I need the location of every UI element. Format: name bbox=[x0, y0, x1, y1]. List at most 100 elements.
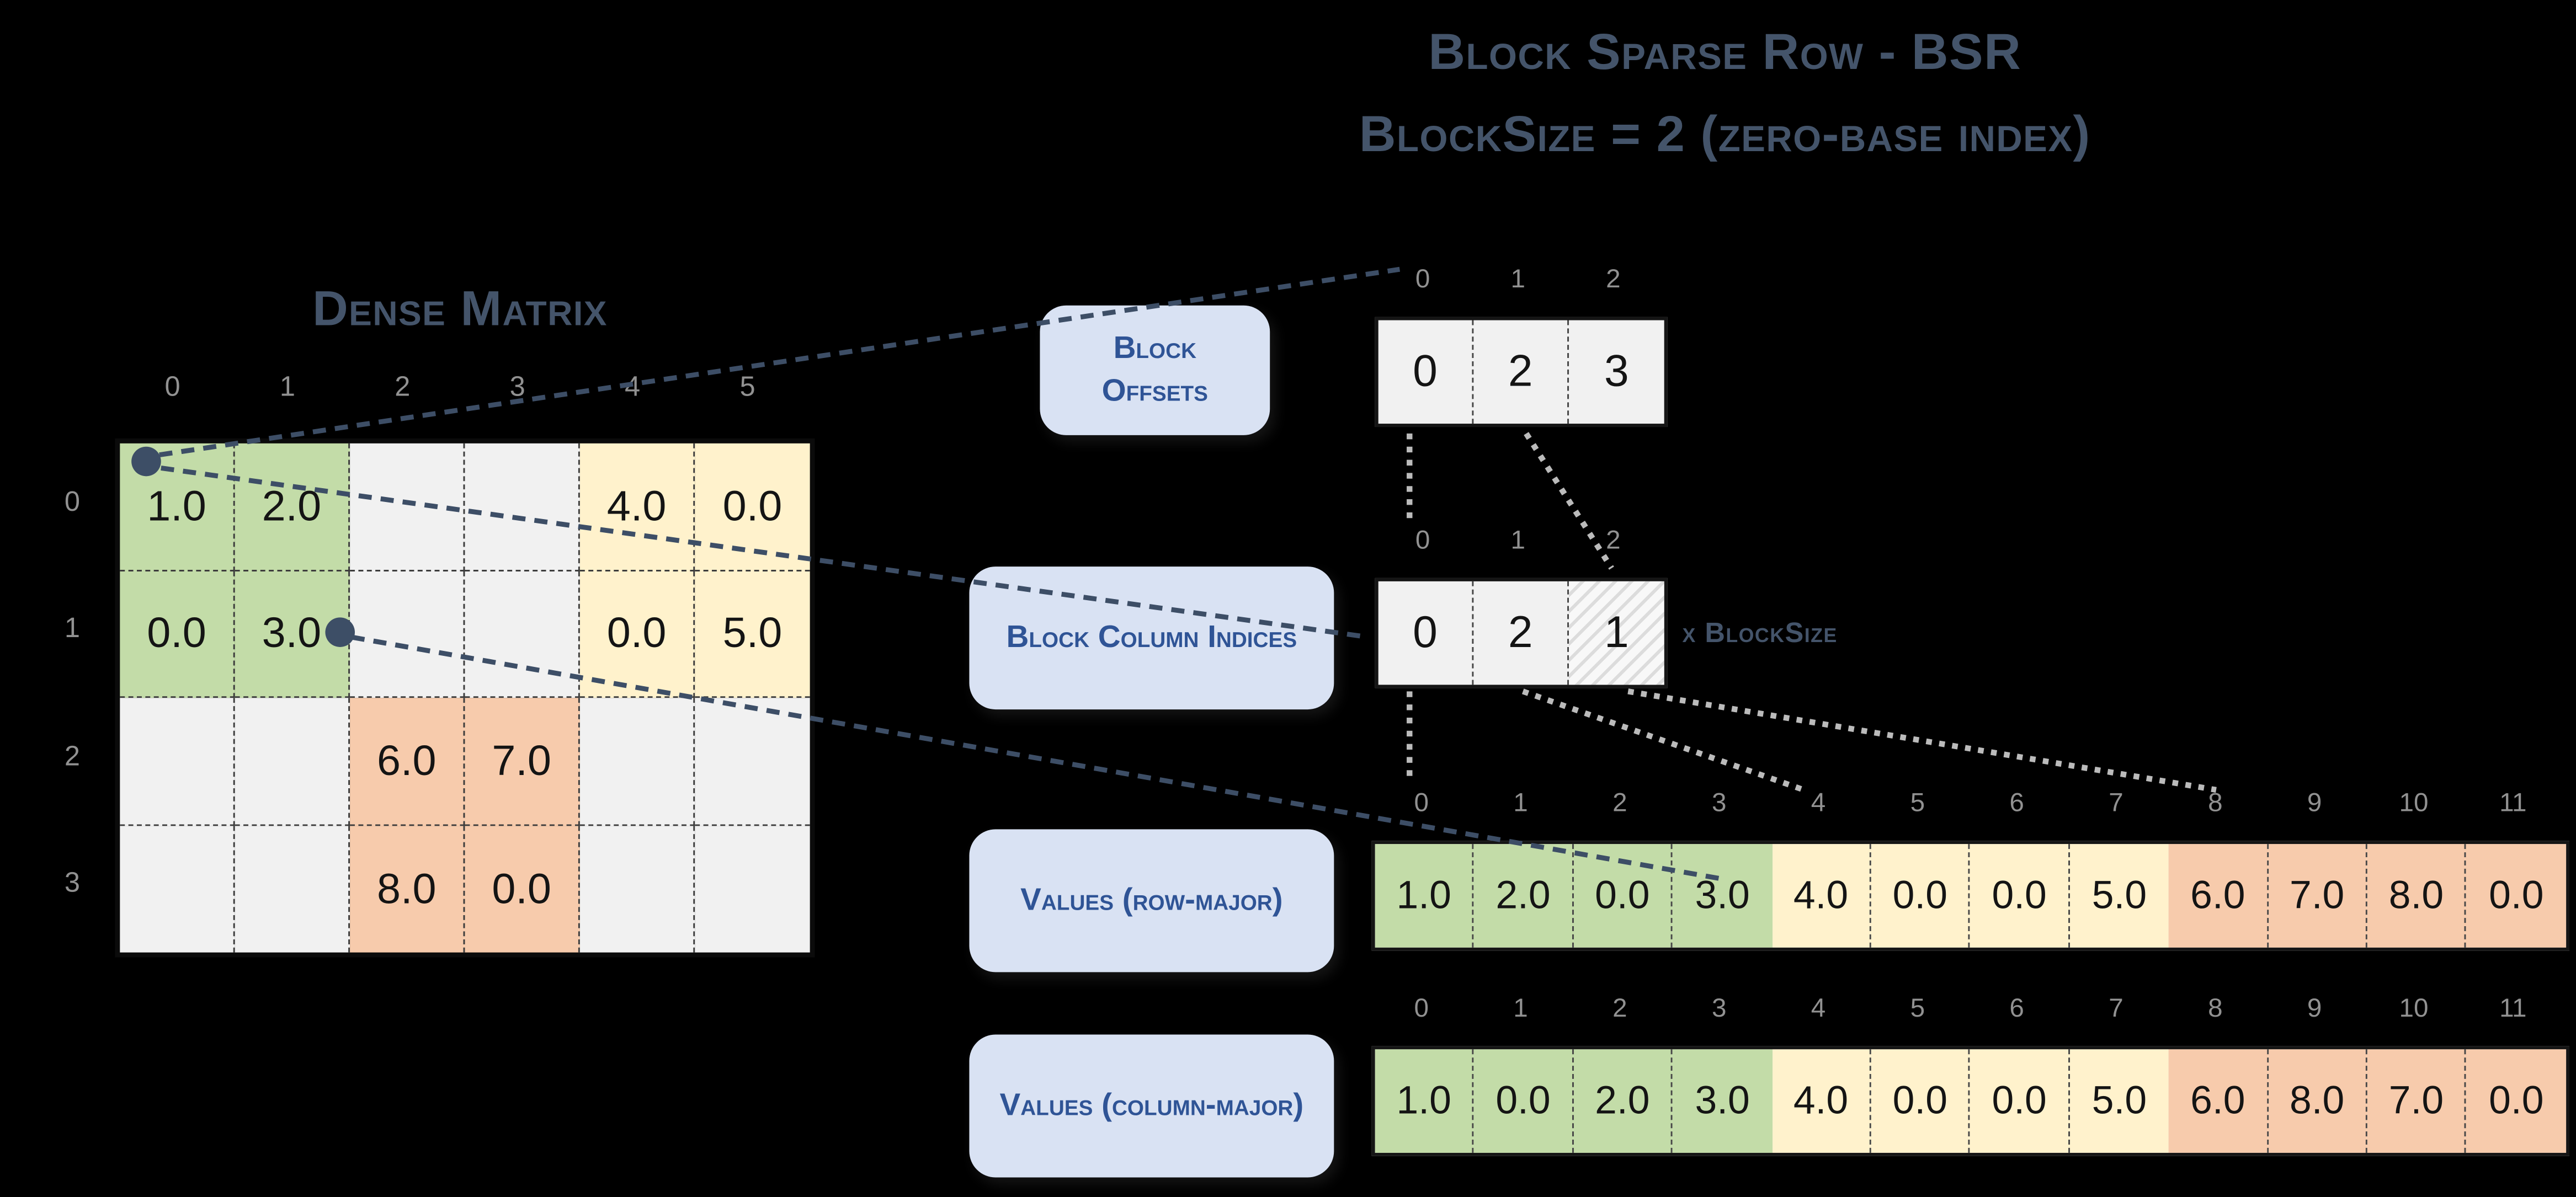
matrix-cell bbox=[350, 570, 465, 698]
array-cell: 0.0 bbox=[1871, 1049, 1971, 1153]
index-label: 5 bbox=[1910, 995, 1925, 1023]
array-cell: 7.0 bbox=[2268, 844, 2368, 948]
matrix-cell bbox=[465, 443, 580, 571]
matrix-cell bbox=[350, 443, 465, 571]
array-cell: 2 bbox=[1473, 581, 1569, 685]
index-label: 2 bbox=[1612, 995, 1627, 1023]
matrix-cell: 4.0 bbox=[579, 443, 695, 571]
values-column-major-indices: 0 1 2 3 4 5 6 7 8 9 10 11 bbox=[1372, 995, 2569, 1028]
array-cell: 0 bbox=[1379, 320, 1474, 424]
index-label: 9 bbox=[2307, 995, 2322, 1023]
array-cell: 0.0 bbox=[1474, 1049, 1574, 1153]
index-label: 10 bbox=[2399, 995, 2429, 1023]
index-label: 0 bbox=[1414, 789, 1429, 818]
array-cell: 2 bbox=[1473, 320, 1569, 424]
row-label: 3 bbox=[64, 867, 81, 899]
dense-matrix: 1.0 2.0 4.0 0.0 0.0 3.0 0.0 5.0 6.0 7.0 … bbox=[115, 438, 815, 958]
array-cell: 0.0 bbox=[2466, 1049, 2566, 1153]
block-offsets-array: 0 1 2 0 2 3 bbox=[1375, 266, 1668, 428]
index-label: 5 bbox=[1910, 789, 1925, 818]
array-cell: 5.0 bbox=[2069, 844, 2169, 948]
values-row-major-indices: 0 1 2 3 4 5 6 7 8 9 10 11 bbox=[1372, 790, 2569, 823]
values-row-major-array: 0 1 2 3 4 5 6 7 8 9 10 11 1.0 2.0 0.0 3.… bbox=[1371, 790, 2569, 951]
matrix-cell: 2.0 bbox=[235, 443, 350, 571]
index-label: 6 bbox=[2009, 995, 2024, 1023]
index-label: 1 bbox=[1510, 266, 1526, 294]
matrix-cell bbox=[120, 825, 235, 953]
index-label: 8 bbox=[2208, 789, 2223, 818]
matrix-cell bbox=[465, 570, 580, 698]
index-label: 2 bbox=[1606, 266, 1621, 294]
index-label: 1 bbox=[1510, 527, 1526, 555]
index-label: 4 bbox=[1811, 789, 1826, 818]
array-cell: 0.0 bbox=[1970, 1049, 2070, 1153]
index-label: 0 bbox=[1414, 995, 1429, 1023]
block-offsets-label: Block Offsets bbox=[1040, 305, 1270, 435]
dense-matrix-row-labels: 0 1 2 3 bbox=[42, 439, 102, 948]
matrix-cell: 0.0 bbox=[695, 443, 810, 571]
array-cell-hatched: 1 bbox=[1569, 581, 1664, 685]
matrix-cell bbox=[235, 698, 350, 825]
index-label: 7 bbox=[2109, 789, 2123, 818]
index-label: 11 bbox=[2499, 789, 2527, 818]
array-cell: 8.0 bbox=[2268, 1049, 2368, 1153]
matrix-cell bbox=[579, 825, 695, 953]
array-cell: 0.0 bbox=[1573, 844, 1673, 948]
col-label: 2 bbox=[395, 371, 411, 403]
array-cell: 4.0 bbox=[1772, 1049, 1871, 1153]
col-label: 4 bbox=[625, 371, 641, 403]
array-cell: 0.0 bbox=[1871, 844, 1971, 948]
row-label: 0 bbox=[64, 485, 81, 517]
matrix-cell: 5.0 bbox=[695, 570, 810, 698]
matrix-cell bbox=[120, 698, 235, 825]
array-cell: 3.0 bbox=[1673, 844, 1773, 948]
index-label: 3 bbox=[1711, 789, 1727, 818]
array-cell: 6.0 bbox=[2169, 844, 2269, 948]
connector-bci2-to-values8 bbox=[1627, 688, 2217, 793]
array-cell: 0 bbox=[1379, 581, 1474, 685]
index-label: 2 bbox=[1612, 789, 1627, 818]
index-label: 8 bbox=[2208, 995, 2223, 1023]
index-label: 9 bbox=[2307, 789, 2322, 818]
index-label: 1 bbox=[1513, 789, 1528, 818]
row-label: 2 bbox=[64, 740, 81, 772]
values-row-major-label: Values (row-major) bbox=[969, 829, 1334, 972]
index-label: 7 bbox=[2109, 995, 2123, 1023]
block-column-indices-array: 0 1 2 0 2 1 bbox=[1375, 527, 1668, 688]
matrix-cell: 8.0 bbox=[350, 825, 465, 953]
matrix-cell bbox=[235, 825, 350, 953]
row-label: 1 bbox=[64, 613, 81, 644]
block-column-indices-label: Block Column Indices bbox=[969, 567, 1334, 710]
matrix-cell: 0.0 bbox=[465, 825, 580, 953]
main-title-line1: Block Sparse Row - BSR bbox=[1428, 23, 2022, 81]
blocksize-multiplier-note: x BlockSize bbox=[1682, 616, 1838, 648]
matrix-cell: 7.0 bbox=[465, 698, 580, 825]
col-label: 0 bbox=[164, 371, 180, 403]
index-label: 1 bbox=[1513, 995, 1528, 1023]
index-label: 6 bbox=[2009, 789, 2024, 818]
connector-bci1-to-values4 bbox=[1521, 688, 1805, 793]
matrix-cell bbox=[695, 825, 810, 953]
index-label: 11 bbox=[2499, 995, 2527, 1023]
dense-matrix-title: Dense Matrix bbox=[312, 282, 608, 337]
array-cell: 4.0 bbox=[1772, 844, 1871, 948]
matrix-cell bbox=[579, 698, 695, 825]
matrix-cell bbox=[695, 698, 810, 825]
main-title-line2: BlockSize = 2 (zero-base index) bbox=[1359, 105, 2091, 163]
array-cell: 8.0 bbox=[2367, 844, 2467, 948]
array-cell: 0.0 bbox=[2466, 844, 2566, 948]
array-cell: 3.0 bbox=[1673, 1049, 1773, 1153]
matrix-cell: 1.0 bbox=[120, 443, 235, 571]
col-label: 5 bbox=[739, 371, 755, 403]
block-offsets-indices: 0 1 2 bbox=[1375, 266, 1668, 299]
index-label: 0 bbox=[1415, 527, 1430, 555]
array-cell: 1.0 bbox=[1375, 1049, 1475, 1153]
index-label: 3 bbox=[1711, 995, 1727, 1023]
matrix-cell: 0.0 bbox=[120, 570, 235, 698]
index-label: 2 bbox=[1606, 527, 1621, 555]
matrix-cell: 0.0 bbox=[579, 570, 695, 698]
index-label: 10 bbox=[2399, 789, 2429, 818]
array-cell: 2.0 bbox=[1573, 1049, 1673, 1153]
matrix-cell: 6.0 bbox=[350, 698, 465, 825]
